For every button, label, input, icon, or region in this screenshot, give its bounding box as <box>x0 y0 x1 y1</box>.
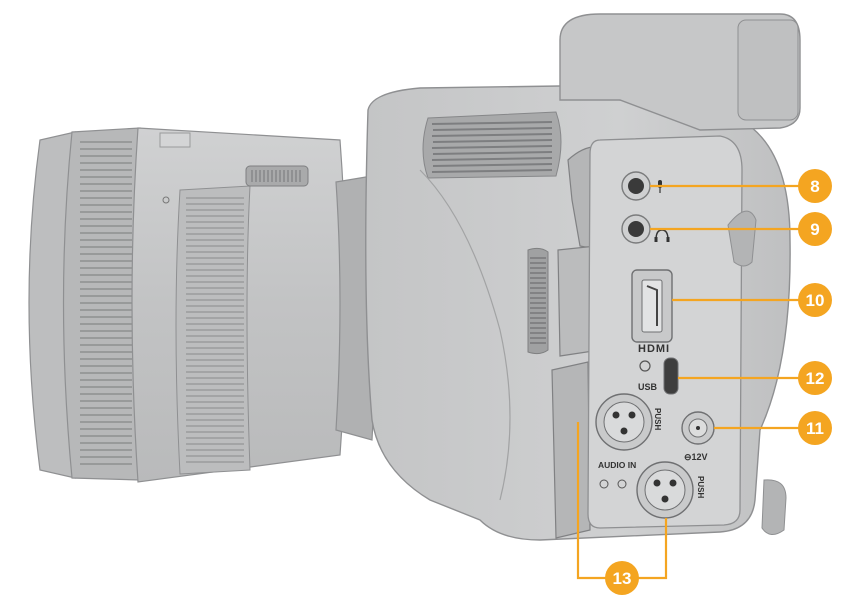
viewfinder-eyecup <box>737 19 799 121</box>
callout-13: 13 <box>605 561 639 595</box>
power-port[interactable] <box>681 411 715 445</box>
lens-mark <box>159 132 191 148</box>
lens-focus-ring <box>62 127 141 481</box>
lens-switch <box>245 165 309 187</box>
svg-text:12: 12 <box>806 369 825 388</box>
callout-9: 9 <box>798 212 832 246</box>
xlr-input-upper[interactable] <box>595 393 653 451</box>
lens-focus-ribs <box>80 141 132 465</box>
lens-switch-ribs <box>251 170 301 182</box>
svg-text:9: 9 <box>810 220 819 239</box>
svg-text:8: 8 <box>810 177 819 196</box>
callout-lines <box>576 184 800 580</box>
callouts: 8 9 10 12 11 13 <box>605 169 832 595</box>
front-dial <box>527 247 549 355</box>
top-vent-grill <box>431 121 553 173</box>
usb-c-port[interactable] <box>639 357 679 395</box>
camera-body <box>365 13 801 541</box>
lens-zoom-ribs <box>186 197 244 463</box>
strap-lug <box>727 210 757 267</box>
callout-12: 12 <box>798 361 832 395</box>
callout-11: 11 <box>798 411 832 445</box>
audio-in-indicator-left <box>599 479 609 489</box>
usb-label: USB <box>638 382 658 392</box>
xlr-lower-push-label: PUSH <box>696 476 705 498</box>
lens-index-dot <box>162 196 170 204</box>
audio-in-indicator-right <box>617 479 627 489</box>
ports: HDMI USB PUSH ⊖12V AUDIO IN <box>595 171 715 519</box>
mic-jack[interactable] <box>621 171 651 201</box>
bottom-lug <box>761 479 787 535</box>
xlr-input-lower[interactable] <box>636 461 694 519</box>
callout-8: 8 <box>798 169 832 203</box>
audio-in-label: AUDIO IN <box>598 460 636 470</box>
front-dial-ribs <box>530 257 546 344</box>
svg-text:13: 13 <box>613 569 632 588</box>
grip-contour <box>419 169 511 501</box>
svg-text:11: 11 <box>806 419 824 438</box>
svg-text:10: 10 <box>806 291 825 310</box>
hdmi-label: HDMI <box>638 343 670 355</box>
lens <box>28 127 377 483</box>
power-label: ⊖12V <box>684 452 708 462</box>
port-door-lower <box>551 361 591 539</box>
callout-10: 10 <box>798 283 832 317</box>
headphone-jack[interactable] <box>621 214 651 244</box>
hdmi-port[interactable] <box>631 269 673 343</box>
xlr-upper-push-label: PUSH <box>653 408 662 430</box>
